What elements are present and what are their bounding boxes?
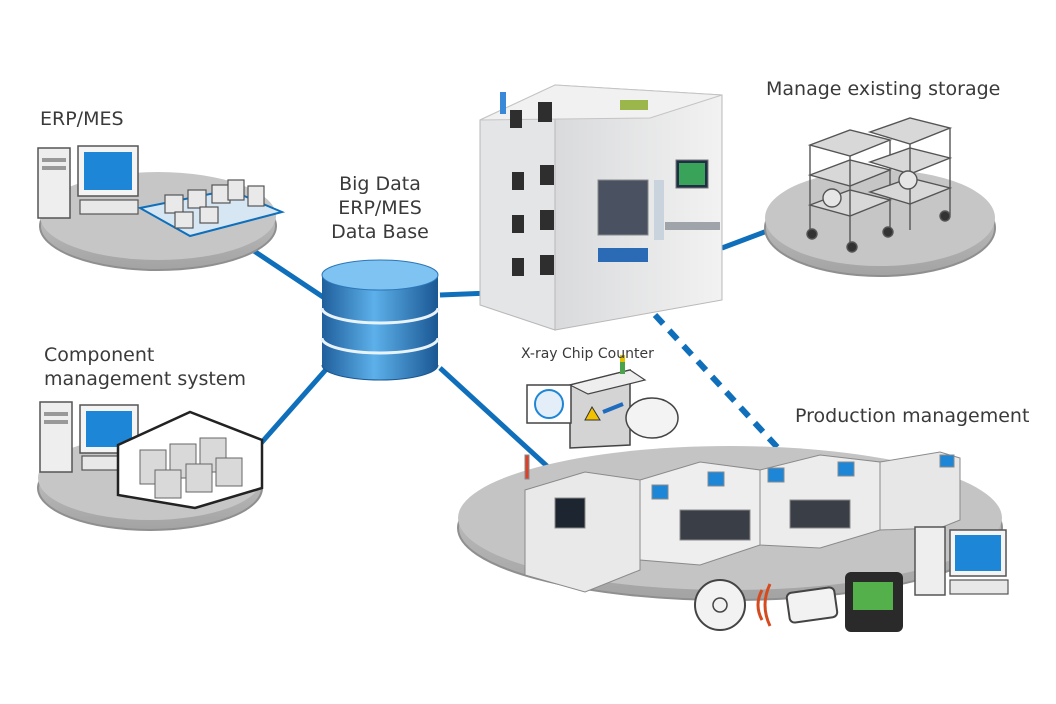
- link-erp-to-db: [243, 242, 337, 308]
- existing-storage-platform: [764, 117, 996, 277]
- production-platform: [457, 446, 1009, 601]
- big-data-line-2: ERP/MES: [338, 197, 422, 219]
- warehouse-shelves-icon: [137, 179, 286, 238]
- link-tower-to-production-dashed: [652, 312, 781, 451]
- database-icon: [320, 259, 440, 381]
- connector-lines: [243, 225, 781, 480]
- smart-storage-tower: [479, 84, 723, 331]
- production-mgmt-label: Production management: [795, 405, 1030, 427]
- big-data-line-3: Data Base: [331, 221, 429, 243]
- link-db-to-production: [438, 366, 562, 480]
- erp-mes-platform: [37, 145, 286, 271]
- smt-production-line: [524, 451, 961, 593]
- component-mgmt-line-1: Component: [44, 344, 155, 366]
- rfid-signal-icon: [756, 583, 772, 627]
- xray-chip-counter-icon: [526, 355, 679, 449]
- erp-mes-label: ERP/MES: [40, 108, 124, 130]
- computer-icon: [914, 526, 1009, 596]
- component-mgmt-line-2: management system: [44, 368, 247, 390]
- racks-icon: [139, 437, 243, 499]
- link-component-to-db: [253, 363, 332, 452]
- component-mgmt-label: Component management system: [44, 343, 246, 391]
- reel-rfid-icons: [694, 572, 903, 632]
- xray-counter-label: X-ray Chip Counter: [521, 346, 654, 362]
- reel-icon: [694, 579, 746, 631]
- big-data-line-1: Big Data: [339, 173, 421, 195]
- big-data-label: Big Data ERP/MES Data Base: [322, 172, 438, 244]
- computer-icon: [37, 145, 139, 219]
- manage-storage-label: Manage existing storage: [766, 78, 1001, 100]
- component-platform: [37, 401, 264, 531]
- rfid-tag-icon: [785, 586, 839, 624]
- shelf-rack-icon: [806, 117, 953, 253]
